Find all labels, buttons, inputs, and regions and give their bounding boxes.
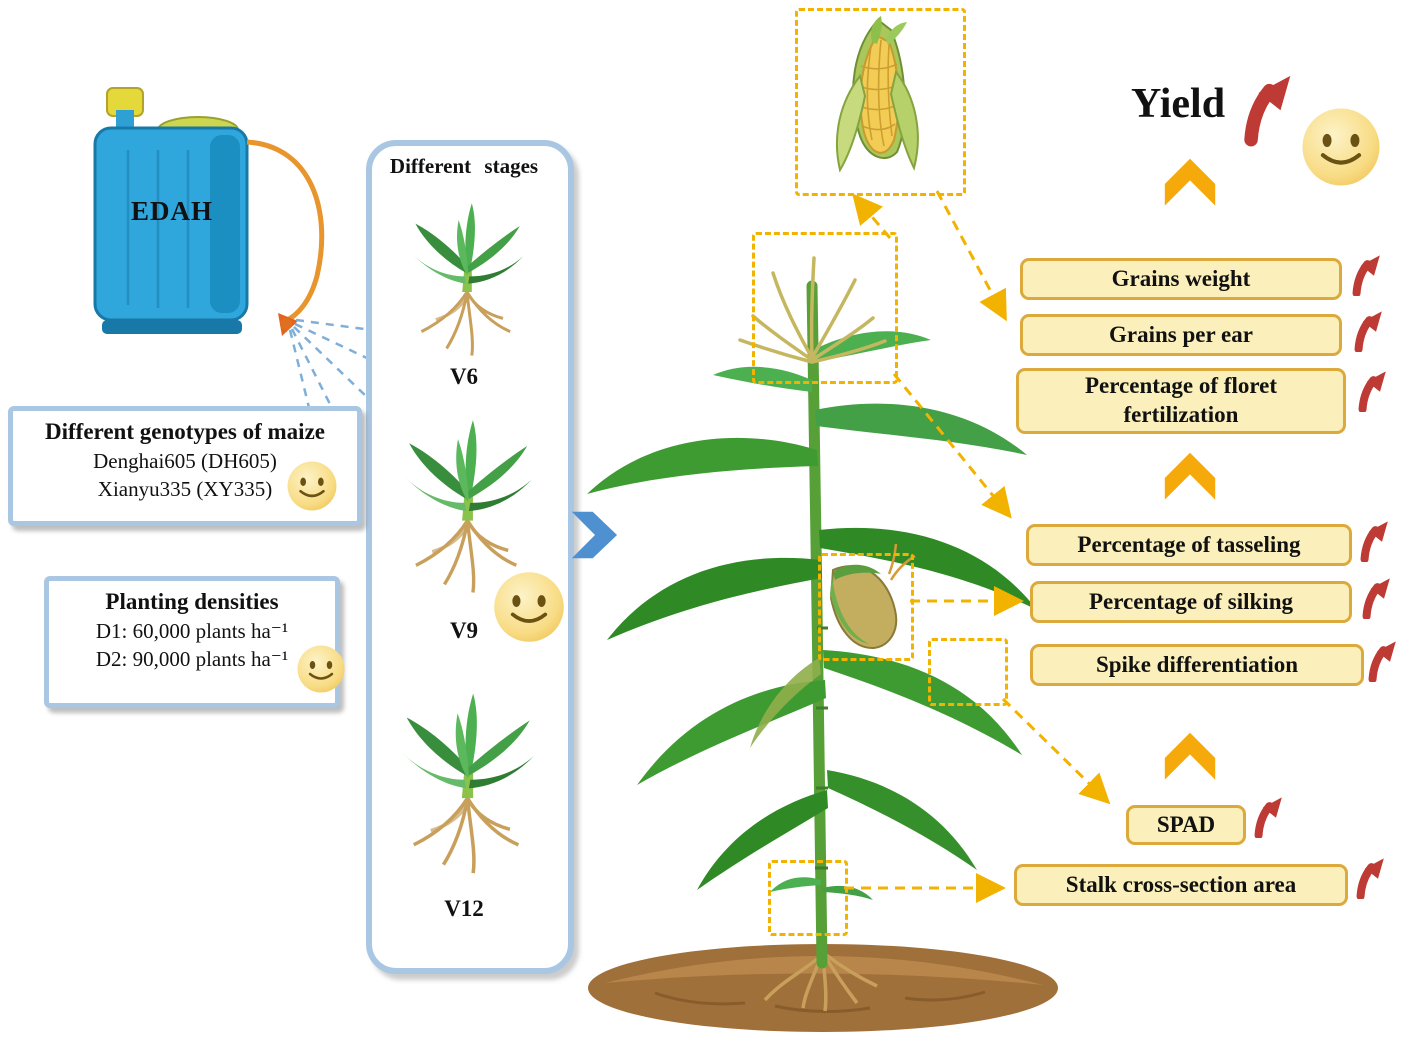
up-chevron-icon-middle (1160, 440, 1220, 504)
edah-label: EDAH (130, 196, 213, 226)
sprayer-nozzle-tip (280, 318, 292, 330)
dashed-box-harvest-ear (795, 8, 966, 196)
ear-husk-tip-1 (871, 16, 882, 44)
dashed-box-ear-on-plant (818, 553, 914, 661)
density-line-2: D2: 90,000 plants ha⁻¹ (95, 647, 289, 672)
outcome-spad: SPAD (1126, 805, 1246, 845)
densities-box: Planting densities D1: 60,000 plants ha⁻… (44, 576, 340, 708)
yield-increase-arrow-icon (1240, 66, 1294, 152)
sprayer-hose (246, 139, 325, 324)
plant-ear (829, 543, 916, 650)
corn-ear-illustration (835, 16, 919, 173)
outcome-silking: Percentage of silking (1030, 581, 1352, 623)
seedling-v9-illustration (385, 412, 550, 602)
outcome-grains-weight: Grains weight (1020, 258, 1342, 300)
increase-arrow-icon-tasseling (1358, 520, 1390, 562)
increase-arrow-icon-stalk (1354, 857, 1386, 899)
increase-arrow-icon-spike (1366, 640, 1398, 682)
ear-husk-right (889, 69, 919, 171)
densities-title: Planting densities (105, 589, 279, 614)
genotypes-box: Different genotypes of maize Denghai605 … (8, 406, 362, 526)
sprayer-base (102, 320, 242, 334)
increase-arrow-icon-grains-weight (1350, 254, 1382, 296)
stage-label-v9: V9 (449, 618, 479, 643)
spray-mist-lines (288, 318, 403, 429)
genotype-line-2: Xianyu335 (XY335) (97, 477, 273, 502)
sprayer-tank-shade (210, 135, 240, 313)
increase-arrow-icon-silking (1360, 577, 1392, 619)
ear-husk-tip-2 (886, 22, 907, 45)
dashed-box-leaf (928, 638, 1008, 706)
increase-arrow-icon-spad (1252, 796, 1284, 838)
outcome-grains-per-ear: Grains per ear (1020, 314, 1342, 356)
smiley-icon-yield (1300, 106, 1382, 188)
outcome-tasseling: Percentage of tasseling (1026, 524, 1352, 566)
ear-husk-left (835, 73, 867, 173)
seedling-v12-illustration (380, 685, 555, 883)
dashed-box-stalk-base (768, 860, 848, 936)
sprayer-grooves (126, 150, 190, 308)
genotypes-title: Different genotypes of maize (45, 419, 325, 444)
outcome-spike-differentiation: Spike differentiation (1030, 644, 1364, 686)
outcome-floret-fertilization: Percentage of floret fertilization (1016, 368, 1346, 434)
outcome-stalk-cross-section: Stalk cross-section area (1014, 864, 1348, 906)
stage-label-v12: V12 (444, 896, 484, 921)
soil-texture (654, 990, 986, 1014)
dashed-box-tassel (752, 232, 898, 384)
increase-arrow-icon-grains-per-ear (1352, 310, 1384, 352)
plant-tassel (738, 256, 887, 364)
genotype-line-1: Denghai605 (DH605) (93, 448, 277, 473)
stage-label-v6: V6 (449, 364, 479, 389)
seedling-v6-illustration (392, 196, 542, 364)
up-chevron-icon-bottom (1160, 720, 1220, 784)
stages-title: Different stages (389, 154, 539, 178)
up-chevron-icon-top (1160, 146, 1220, 210)
increase-arrow-icon-floret (1356, 370, 1388, 412)
sprayer-illustration (93, 87, 403, 429)
density-line-1: D1: 60,000 plants ha⁻¹ (95, 618, 289, 643)
sprayer-neck (116, 110, 134, 128)
yield-label: Yield (1130, 81, 1226, 127)
